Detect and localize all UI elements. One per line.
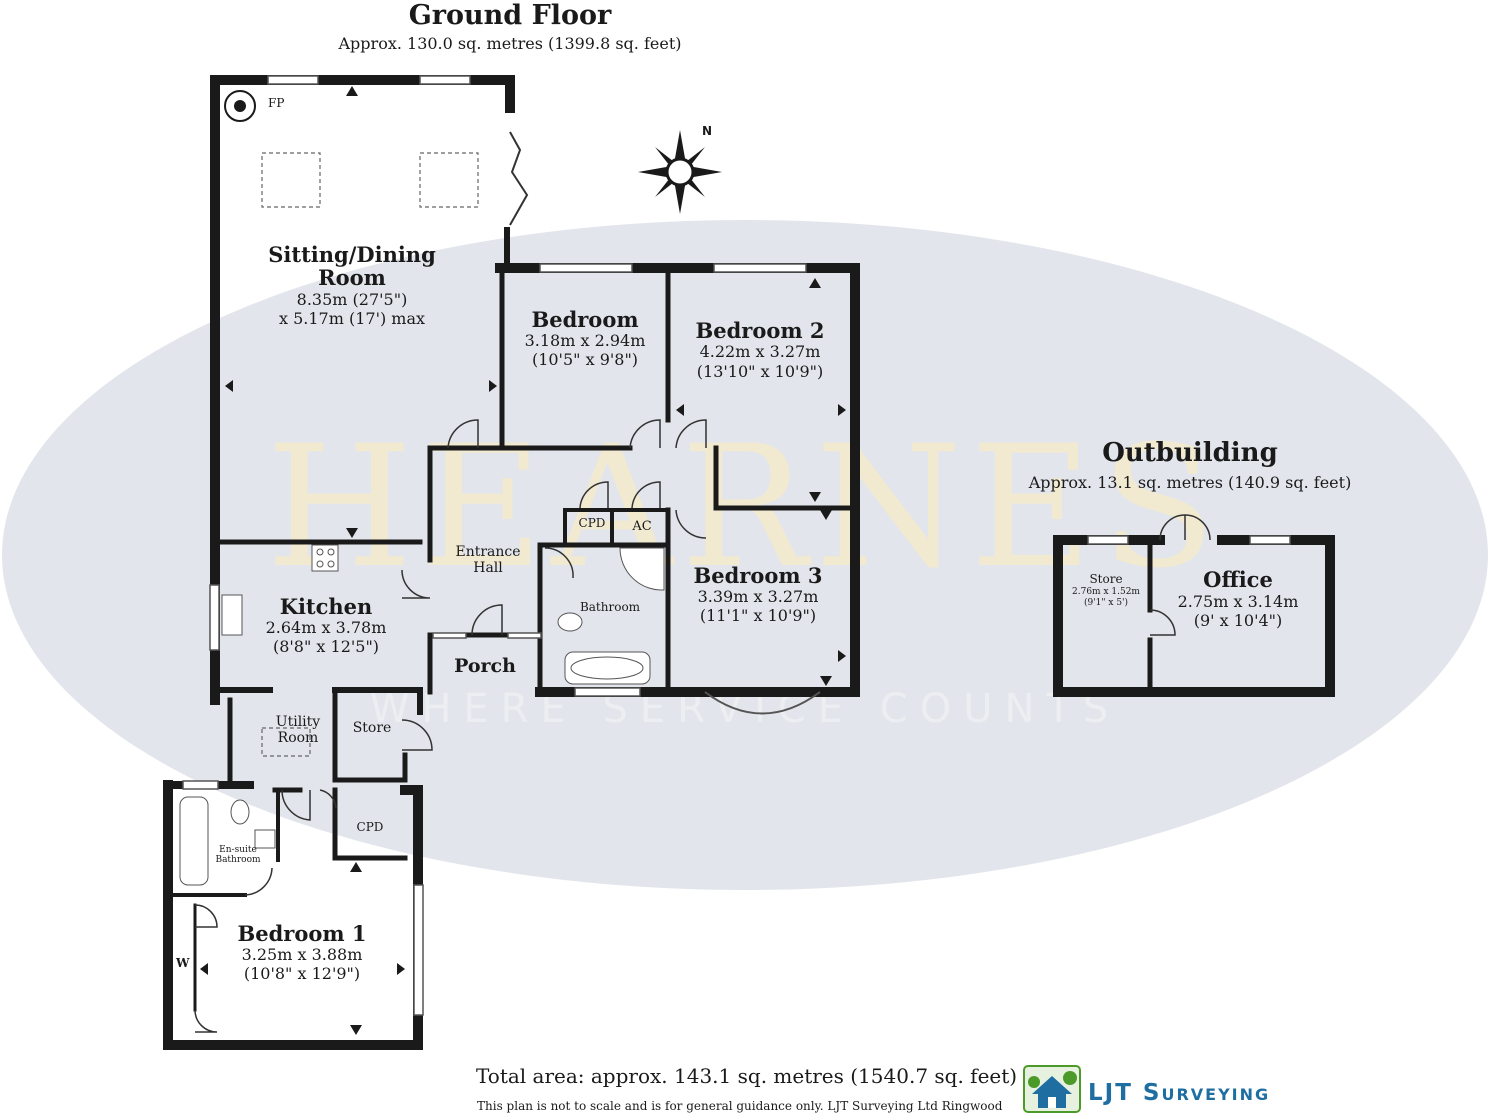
sitting-room-name-line1: Sitting/Dining (268, 242, 436, 267)
walls (163, 75, 1335, 1050)
cpd-hall-label: CPD (578, 516, 606, 530)
porch-name: Porch (454, 655, 516, 677)
outbuilding-store-name: Store (1089, 572, 1123, 586)
wall-outbuilding (1053, 535, 1335, 697)
brand-name: LJT Surveying (1088, 1080, 1271, 1106)
outbuilding-store-dim2: (9'1" x 5') (1083, 598, 1129, 608)
entrance-hall-line2: Hall (473, 560, 503, 576)
watermark-oval (2, 220, 1488, 890)
utility-room-line1: Utility (275, 714, 321, 730)
windows (182, 75, 1291, 1016)
bedroom1-name: Bedroom 1 (237, 921, 367, 946)
total-area: Total area: approx. 143.1 sq. metres (15… (476, 1064, 1018, 1088)
entrance-hall-line1: Entrance (455, 544, 521, 560)
office-dim2: (9' x 10'4") (1193, 611, 1283, 630)
compass-north-label: N (702, 124, 712, 138)
bedroom1-dim2: (10'8" x 12'9") (243, 964, 361, 983)
office-name: Office (1203, 567, 1273, 592)
bedroom1-dim1: 3.25m x 3.88m (241, 945, 363, 964)
kitchen-dim2: (8'8" x 12'5") (272, 637, 380, 656)
outbuilding-area: Approx. 13.1 sq. metres (140.9 sq. feet) (1028, 473, 1352, 492)
outbuilding-title: Outbuilding (1102, 438, 1278, 468)
bedroom2-dim1: 4.22m x 3.27m (699, 342, 821, 361)
bedroom-name: Bedroom (531, 307, 639, 332)
bathroom-name: Bathroom (579, 600, 641, 614)
wall-bedroom1 (163, 780, 423, 1050)
ensuite-line1: En-suite (219, 845, 257, 855)
utility-room-line2: Room (277, 730, 319, 746)
bedroom-dim1: 3.18m x 2.94m (524, 331, 646, 350)
store-name: Store (352, 720, 392, 736)
bedroom3-dim1: 3.39m x 3.27m (697, 587, 819, 606)
fireplace-label: FP (268, 96, 285, 110)
floor-area: Approx. 130.0 sq. metres (1399.8 sq. fee… (338, 34, 682, 53)
office-dim1: 2.75m x 3.14m (1177, 592, 1299, 611)
direction-markers (200, 86, 846, 1035)
outbuilding-store-dim1: 2.76m x 1.52m (1072, 587, 1140, 597)
brand-logo (1022, 1062, 1082, 1116)
bedroom2-dim2: (13'10" x 10'9") (696, 362, 824, 381)
cpd-bedroom1-label: CPD (356, 820, 384, 834)
kitchen-name: Kitchen (279, 594, 373, 619)
disclaimer: This plan is not to scale and is for gen… (477, 1099, 1003, 1113)
floor-title: Ground Floor (408, 0, 612, 31)
wardrobe-label: W (176, 956, 190, 970)
sitting-room-dim1: 8.35m (27'5") (296, 290, 408, 309)
bedroom3-name: Bedroom 3 (693, 563, 823, 588)
bedroom3-dim2: (11'1" x 10'9") (699, 606, 817, 625)
compass-rose (638, 130, 722, 214)
sitting-room-name-line2: Room (318, 265, 386, 290)
bedroom2-name: Bedroom 2 (695, 318, 825, 343)
ac-label: AC (632, 519, 652, 534)
doors (194, 131, 1211, 1033)
ensuite-line2: Bathroom (215, 855, 261, 865)
bedroom-dim2: (10'5" x 9'8") (531, 350, 639, 369)
kitchen-dim1: 2.64m x 3.78m (265, 618, 387, 637)
sitting-room-dim2: x 5.17m (17') max (278, 309, 426, 328)
